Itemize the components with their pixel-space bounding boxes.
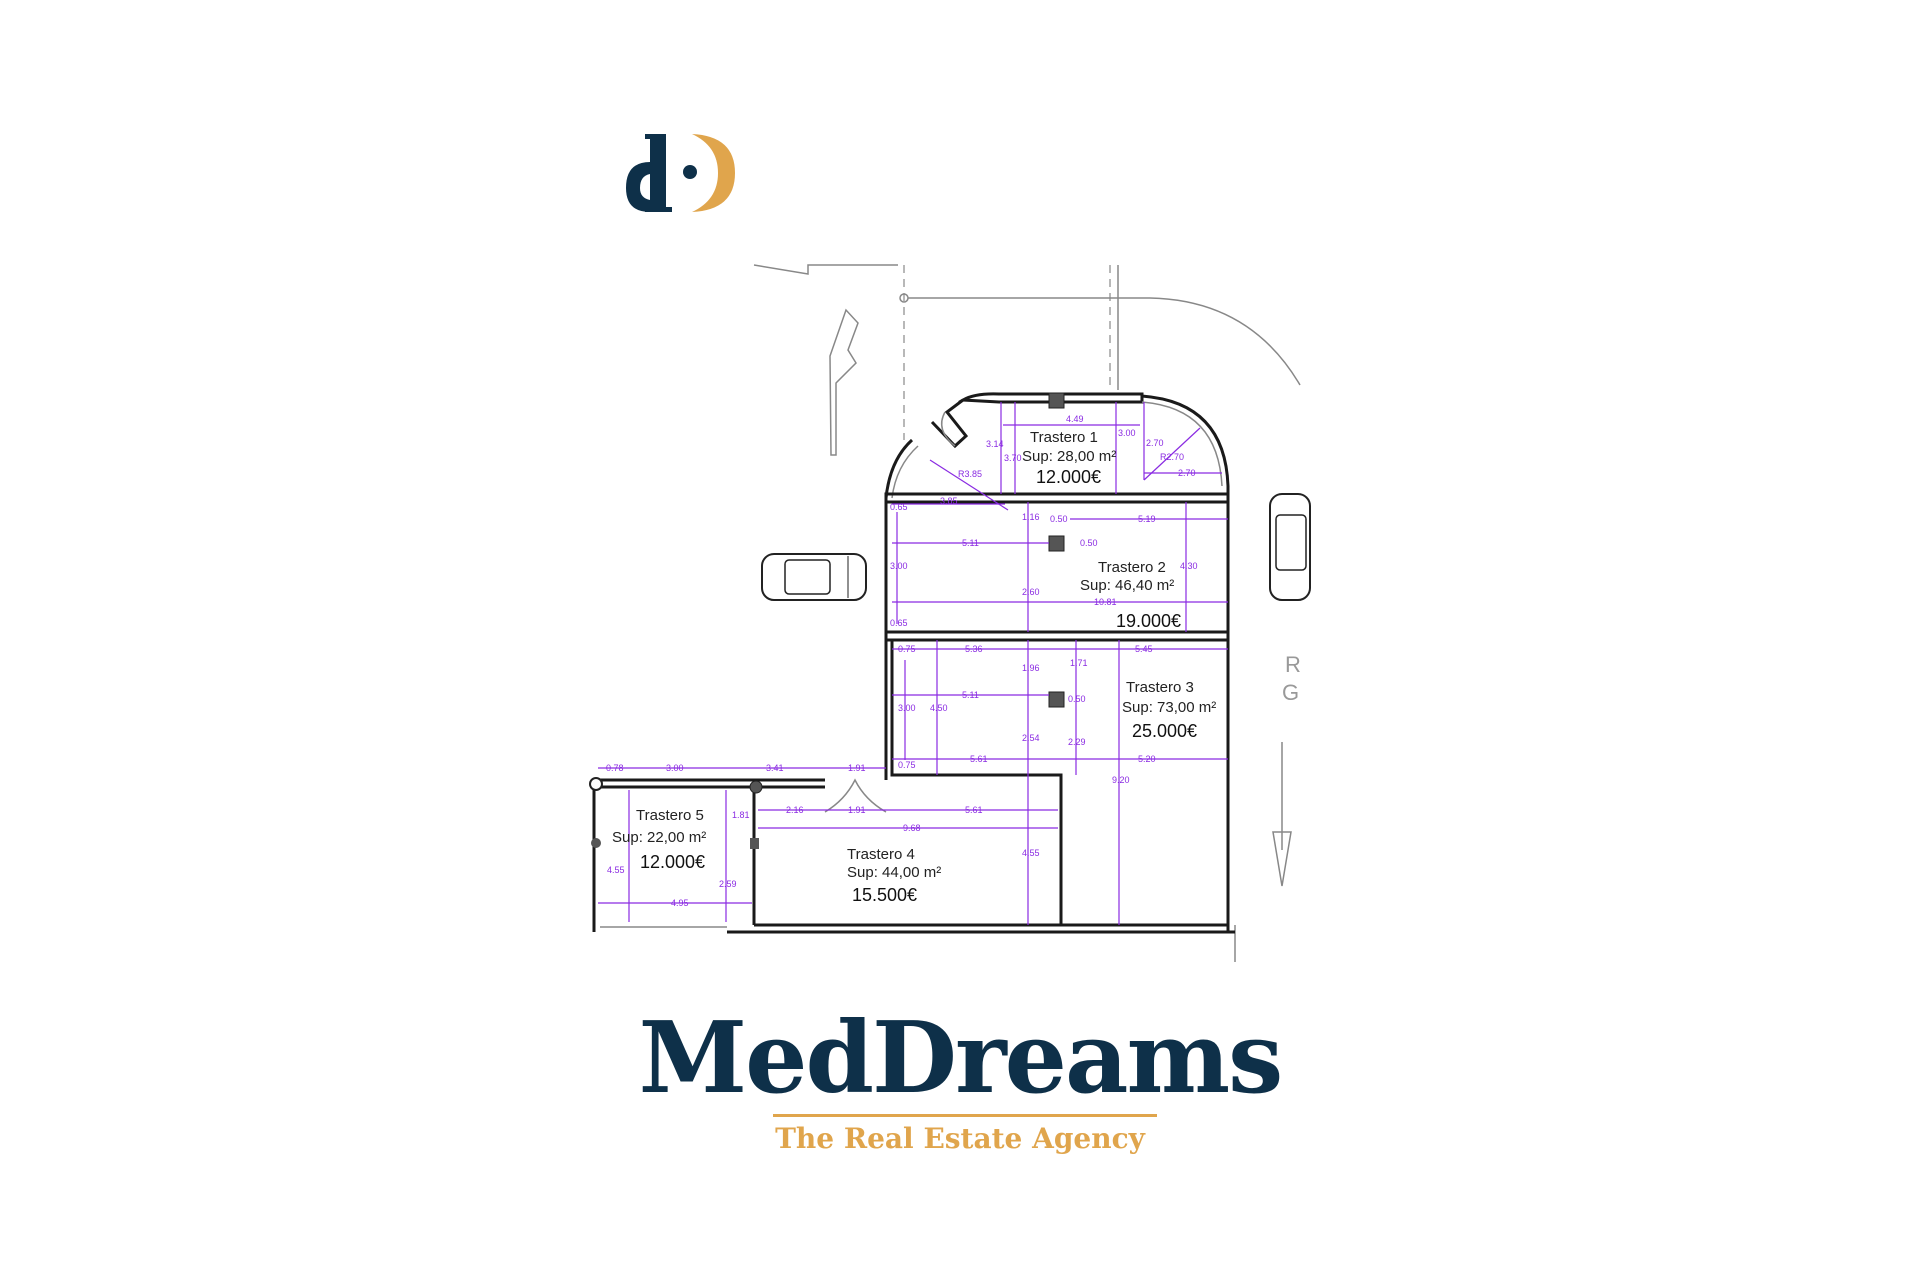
dim-label: 1.16 <box>1022 512 1040 522</box>
dim-label: 4.49 <box>1066 414 1084 424</box>
logo-mark <box>626 134 735 212</box>
edge-letter: G <box>1282 680 1299 705</box>
dim-label: 4.50 <box>930 703 948 713</box>
dim-label: 3.00 <box>666 763 684 773</box>
dim-label: 2.29 <box>1068 737 1086 747</box>
dim-label: 2.59 <box>719 879 737 889</box>
dim-label: 4.30 <box>1180 561 1198 571</box>
dim-label: 2.70 <box>1178 468 1196 478</box>
dim-label: 3.14 <box>986 439 1004 449</box>
dim-label: 0.65 <box>890 502 908 512</box>
dim-label: R2.70 <box>1160 452 1184 462</box>
dim-label: 0.50 <box>1050 514 1068 524</box>
dim-label: 1.81 <box>732 810 750 820</box>
dim-label: 5.36 <box>965 644 983 654</box>
dim-label: 0.75 <box>898 760 916 770</box>
dim-label: 5.19 <box>1138 514 1156 524</box>
dim-label: 3.00 <box>898 703 916 713</box>
dim-label: 9.68 <box>903 823 921 833</box>
dim-label: 0.78 <box>606 763 624 773</box>
dim-label: 5.61 <box>965 805 983 815</box>
room-area: Sup: 28,00 m² <box>1022 448 1116 465</box>
dim-label: 4.55 <box>1022 848 1040 858</box>
dimension-labels: 4.49 3.14 3.70 3.00 2.70 R2.70 2.70 R3.8… <box>606 414 1198 908</box>
room-price: 25.000€ <box>1132 721 1197 741</box>
dim-label: 2.16 <box>786 805 804 815</box>
pillar <box>1048 392 1065 409</box>
edge-letter: R <box>1285 652 1301 677</box>
room-trastero-5: Trastero 5 Sup: 22,00 m² 12.000€ <box>612 807 706 872</box>
room-area: Sup: 44,00 m² <box>847 864 941 881</box>
dim-label: 2.60 <box>1022 587 1040 597</box>
brand-tagline: The Real Estate Agency <box>775 1122 1145 1155</box>
room-name: Trastero 2 <box>1098 559 1166 576</box>
dim-label: 3.00 <box>1118 428 1136 438</box>
dim-label: 1.96 <box>1022 663 1040 673</box>
dim-label: 5.11 <box>962 690 979 700</box>
brand-name: MedDreams <box>638 1001 1284 1116</box>
dim-label: 2.70 <box>1146 438 1164 448</box>
dim-label: 5.61 <box>970 754 988 764</box>
dim-label: 0.75 <box>898 644 916 654</box>
dim-label: 5.11 <box>962 538 979 548</box>
pillar <box>750 838 759 849</box>
dim-label: R3.85 <box>958 469 982 479</box>
dim-label: 9.20 <box>1112 775 1130 785</box>
dim-label: 10.81 <box>1094 597 1117 607</box>
room-trastero-1: Trastero 1 Sup: 28,00 m² 12.000€ <box>1022 429 1116 487</box>
arrow-down-icon <box>1272 742 1292 887</box>
dim-label: 3.00 <box>890 561 908 571</box>
room-area: Sup: 46,40 m² <box>1080 577 1174 594</box>
car-icon <box>761 553 867 601</box>
room-name: Trastero 5 <box>636 807 704 824</box>
room-price: 12.000€ <box>640 852 705 872</box>
dim-label: 4.55 <box>607 865 625 875</box>
car-icon <box>1269 493 1311 601</box>
dim-label: 2.54 <box>1022 733 1040 743</box>
dim-label: 1.71 <box>1070 658 1088 668</box>
room-price: 12.000€ <box>1036 467 1101 487</box>
dim-label: 0.50 <box>1068 694 1086 704</box>
pillar <box>1048 691 1065 708</box>
room-price: 19.000€ <box>1116 611 1181 631</box>
walls <box>589 392 1235 934</box>
dim-label: 0.65 <box>890 618 908 628</box>
room-trastero-3: Trastero 3 Sup: 73,00 m² 25.000€ <box>1122 679 1216 741</box>
dim-label: 4.95 <box>671 898 689 908</box>
room-trastero-4: Trastero 4 Sup: 44,00 m² 15.500€ <box>847 846 941 905</box>
room-area: Sup: 22,00 m² <box>612 829 706 846</box>
dim-label: 3.85 <box>940 496 958 506</box>
room-name: Trastero 1 <box>1030 429 1098 446</box>
dim-label: 5.20 <box>1138 754 1156 764</box>
site-context: R G <box>753 264 1311 962</box>
dim-label: 3.70 <box>1004 453 1022 463</box>
room-trastero-2: Trastero 2 Sup: 46,40 m² 19.000€ <box>1080 559 1181 631</box>
dim-label: 1.91 <box>848 763 866 773</box>
dim-label: 5.45 <box>1135 644 1153 654</box>
dim-label: 3.41 <box>766 763 784 773</box>
room-name: Trastero 4 <box>847 846 915 863</box>
dimension-lines <box>598 402 1228 925</box>
pillar <box>1048 535 1065 552</box>
dim-label: 1.91 <box>848 805 866 815</box>
arrow-up-icon <box>829 308 859 456</box>
dim-label: 0.50 <box>1080 538 1098 548</box>
room-price: 15.500€ <box>852 885 917 905</box>
room-area: Sup: 73,00 m² <box>1122 699 1216 716</box>
room-name: Trastero 3 <box>1126 679 1194 696</box>
brand-underline <box>773 1114 1157 1117</box>
